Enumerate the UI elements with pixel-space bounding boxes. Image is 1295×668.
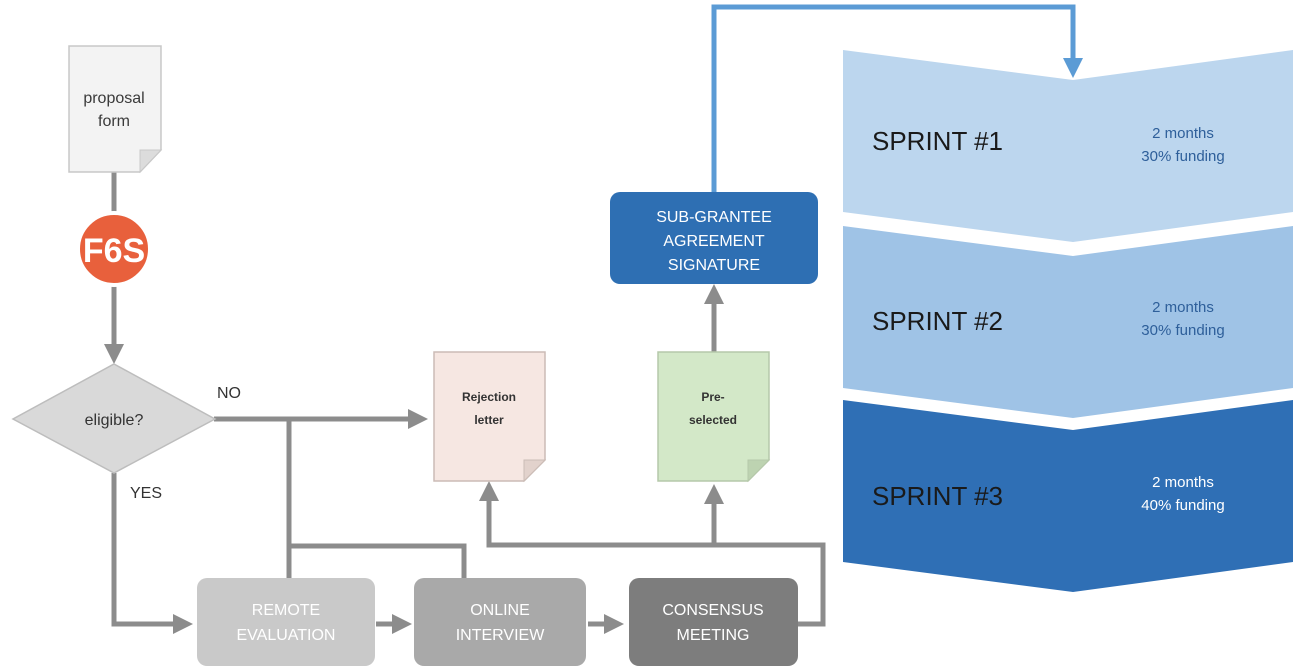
sprint-block-1: SPRINT #1 2 months 30% funding [843, 50, 1293, 242]
sprint-chevron-3 [843, 400, 1293, 592]
sprint-chevron-2 [843, 226, 1293, 418]
decision-label: eligible? [85, 412, 144, 429]
proposal-form-line2: form [98, 113, 130, 130]
proposal-form-line1: proposal [83, 90, 144, 107]
to-rejection-arrow [479, 481, 714, 548]
yes-label: YES [130, 485, 162, 502]
sprint-title-2: SPRINT #2 [872, 306, 1003, 336]
consensus-meeting-box: CONSENSUS MEETING [629, 578, 798, 666]
yes-to-remote-arrow [111, 473, 193, 634]
sprint-duration-2: 2 months [1152, 299, 1214, 316]
agreement-line2: AGREEMENT [663, 233, 765, 250]
remote-evaluation-box: REMOTE EVALUATION [197, 578, 375, 666]
sprint-duration-3: 2 months [1152, 474, 1214, 491]
online-line1: ONLINE [470, 602, 530, 619]
sprint-funding-1: 30% funding [1141, 148, 1224, 165]
sprint-funding-3: 40% funding [1141, 497, 1224, 514]
sprint-chevron-1 [843, 50, 1293, 242]
sprint-title-3: SPRINT #3 [872, 481, 1003, 511]
remote-line2: EVALUATION [237, 627, 336, 644]
preselected-line2: selected [689, 413, 737, 427]
agreement-to-sprint-arrow [711, 4, 1083, 192]
sprint-funding-2: 30% funding [1141, 322, 1224, 339]
online-up-line [289, 543, 467, 578]
online-interview-box: ONLINE INTERVIEW [414, 578, 586, 666]
sprint-title-1: SPRINT #1 [872, 126, 1003, 156]
agreement-box: SUB-GRANTEE AGREEMENT SIGNATURE [610, 192, 818, 284]
f6s-logo-text: F6S [83, 232, 145, 270]
rejection-line1: Rejection [462, 390, 516, 404]
agreement-line3: SIGNATURE [668, 257, 760, 274]
consensus-line1: CONSENSUS [662, 602, 763, 619]
no-label: NO [217, 385, 241, 402]
preselected-document: Pre- selected [657, 351, 771, 483]
rejection-line2: letter [474, 413, 504, 427]
eligibility-decision: eligible? [11, 363, 217, 474]
sprint-block-3: SPRINT #3 2 months 40% funding [843, 400, 1293, 592]
consensus-line2: MEETING [677, 627, 750, 644]
sprint-block-2: SPRINT #2 2 months 30% funding [843, 226, 1293, 418]
consensus-feedback-line [714, 542, 826, 627]
sprint-duration-1: 2 months [1152, 125, 1214, 142]
preselected-line1: Pre- [701, 390, 724, 404]
agreement-line1: SUB-GRANTEE [656, 209, 772, 226]
remote-line1: REMOTE [252, 602, 320, 619]
rejection-letter-document: Rejection letter [433, 351, 547, 483]
online-line2: INTERVIEW [456, 627, 546, 644]
connectors [104, 172, 826, 634]
f6s-logo: F6S [76, 211, 152, 287]
proposal-form-document: proposal form [68, 45, 163, 174]
